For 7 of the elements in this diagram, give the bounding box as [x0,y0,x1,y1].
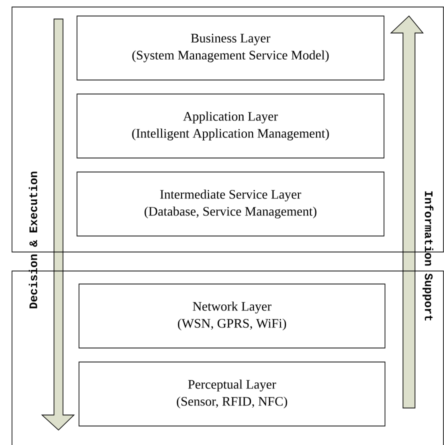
layer-box: Business Layer (System Management Service Model) [76,16,384,80]
side-label: Information Support [422,191,434,320]
side-label: Decision & Execution [28,172,38,308]
layer-box: Application Layer (Intelligent Application Management) [76,94,384,158]
layer-box: Network Layer (WSN, GPRS, WiFi) [78,284,386,348]
layer-box: Intermediate Service Layer (Database, Service Management) [76,172,384,236]
layer-box: Perceptual Layer (Sensor, RFID, NFC) [78,362,386,426]
